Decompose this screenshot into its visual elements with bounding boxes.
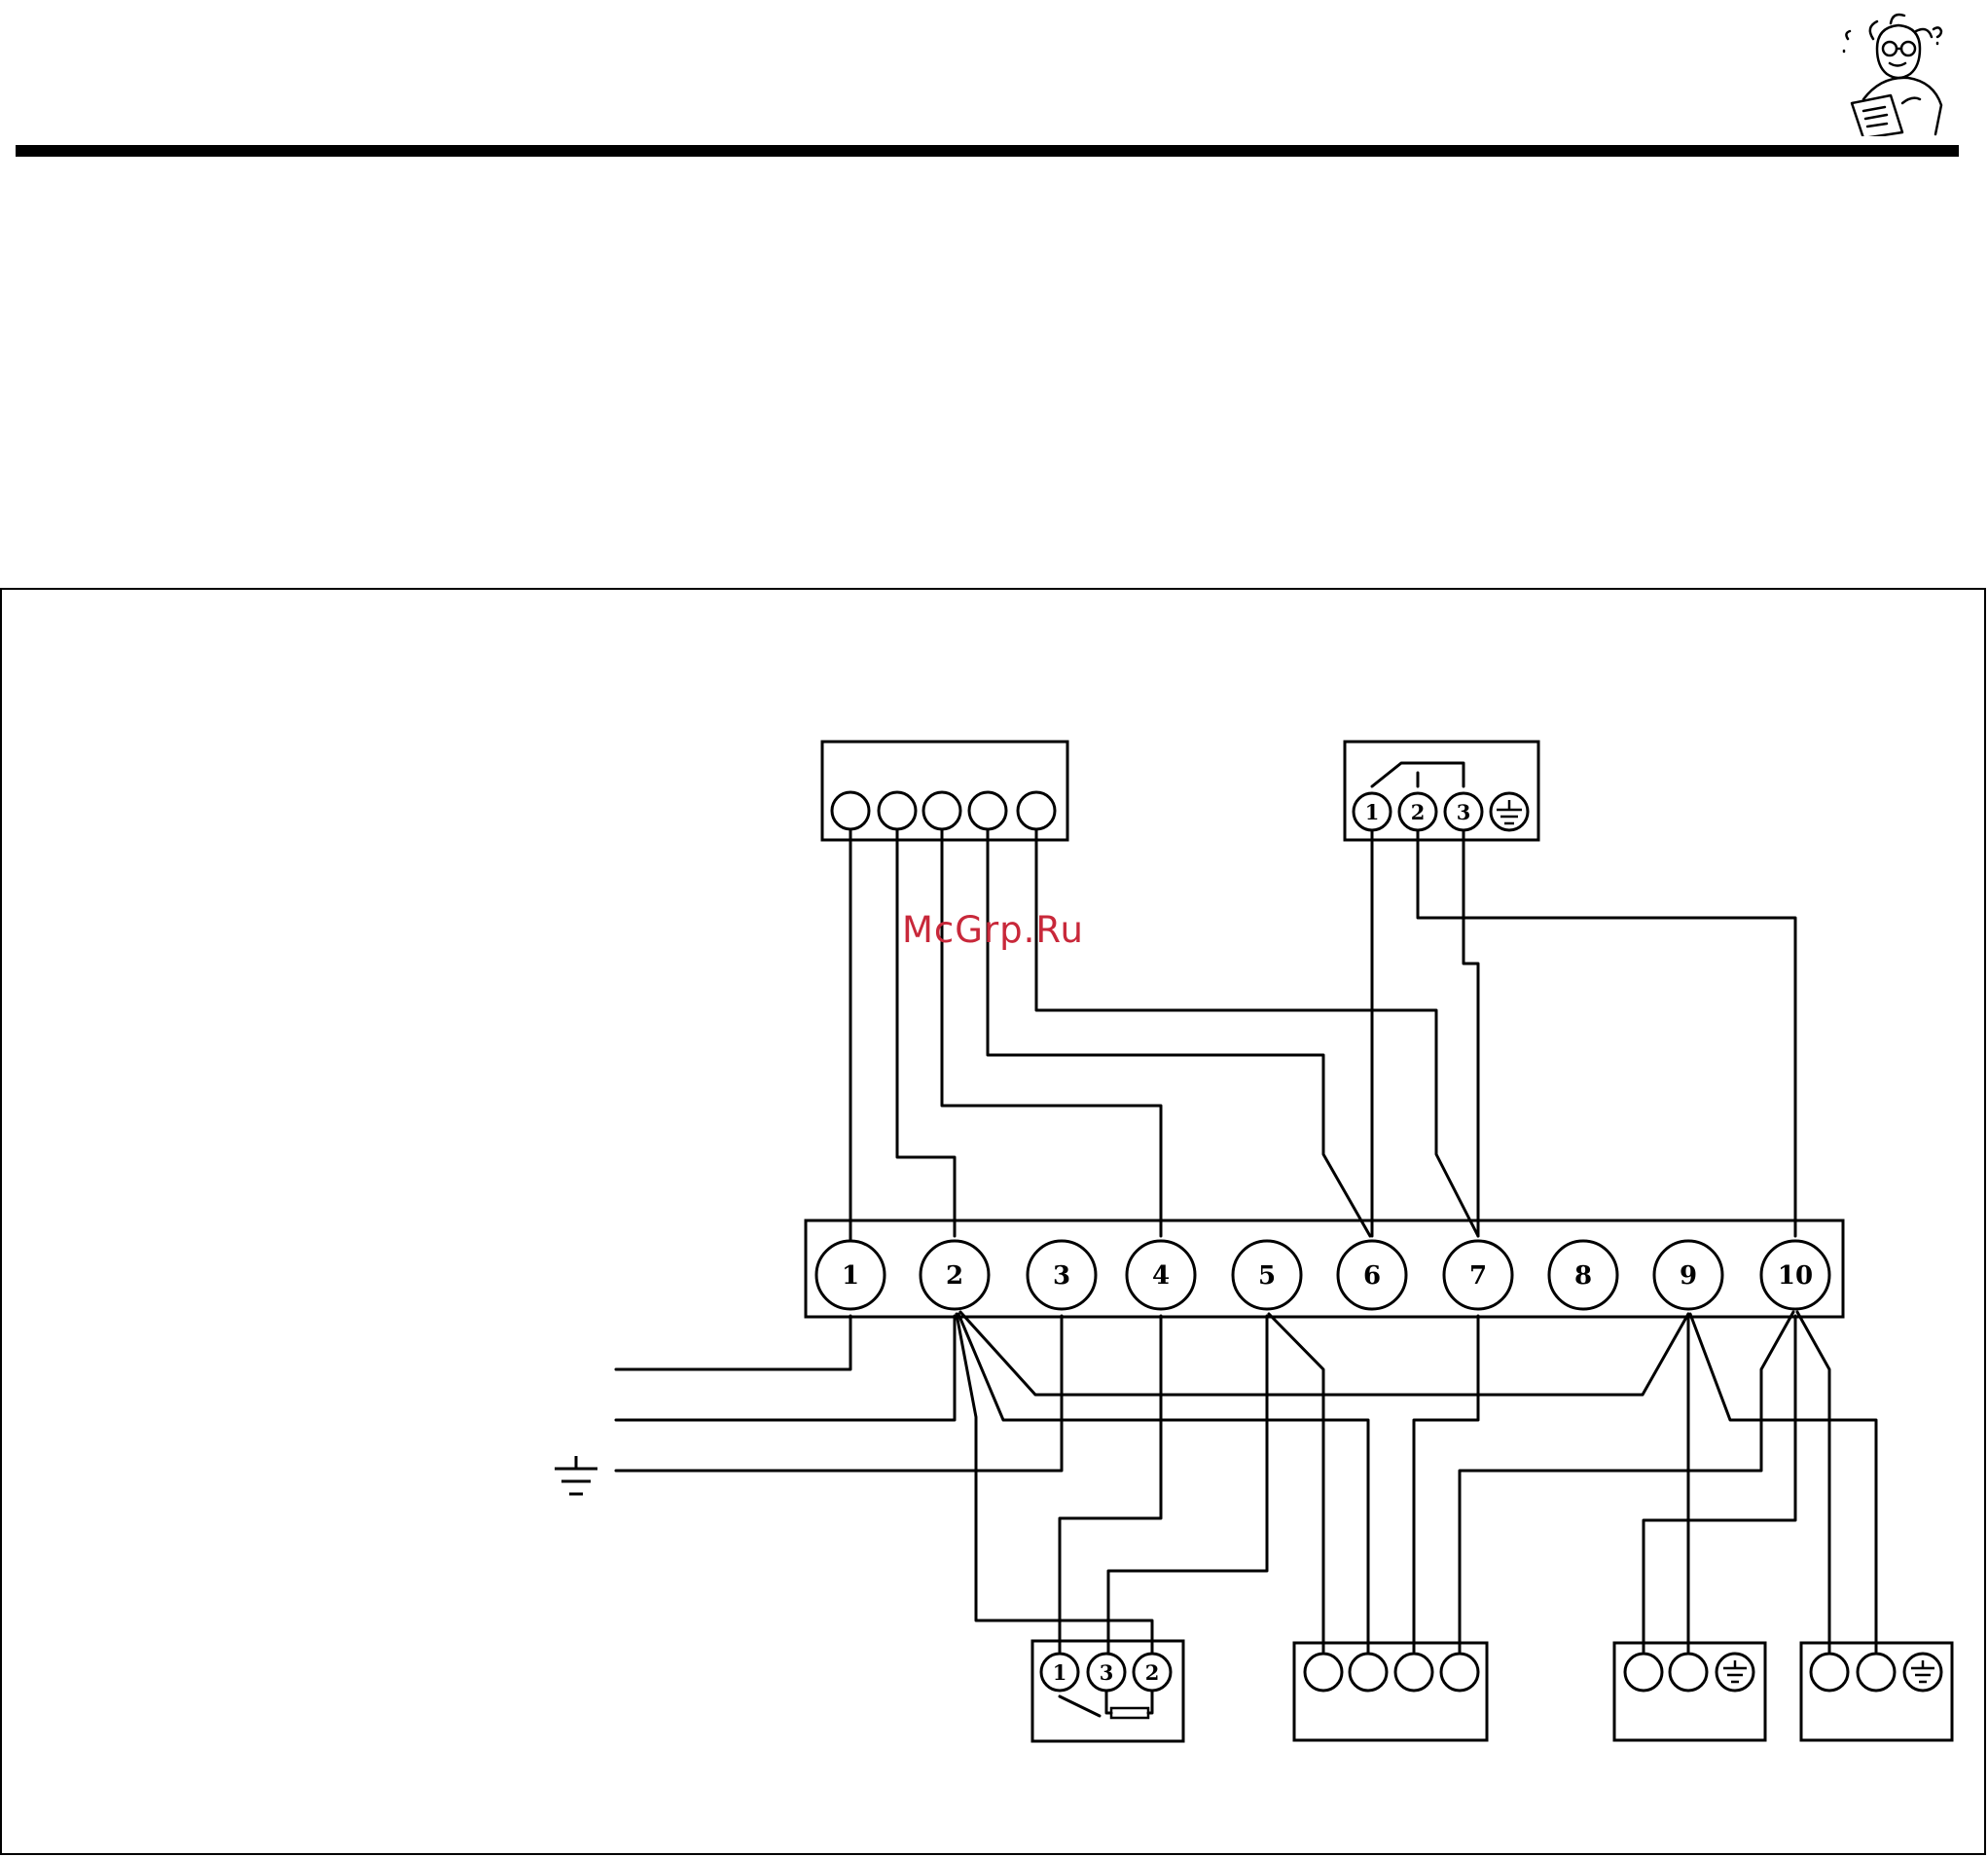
strip-label-4: 4 [1152, 1261, 1170, 1291]
fan-terminal-box-1 [1612, 1641, 1767, 1742]
switch-terminal-1-label: 1 [1365, 800, 1380, 824]
top-terminal-b [877, 790, 918, 831]
supply-line-to-1 [614, 1314, 852, 1371]
strip-terminal-6 [1336, 1239, 1408, 1311]
wires [614, 761, 1878, 1718]
top-terminal-c [922, 790, 962, 831]
strip-terminal-7 [1442, 1239, 1514, 1311]
switch-terminal-2-label: 2 [1411, 800, 1426, 824]
bottom-switch-contact [1058, 1694, 1102, 1718]
strip-terminal-2 [919, 1239, 991, 1311]
top-terminal-block [820, 740, 1069, 842]
wire-top-d-to-6 [986, 827, 1372, 1238]
strip-terminal-4 [1125, 1239, 1197, 1311]
header-rule [16, 145, 1959, 157]
top-terminal-e [1016, 790, 1057, 831]
strip-label-10: 10 [1778, 1261, 1813, 1291]
wire-5-to-bottom-switch-3 [1106, 1314, 1269, 1654]
strip-terminal-10 [1759, 1239, 1831, 1311]
bottom-switch-label-3: 3 [1100, 1660, 1114, 1685]
terminal-strip: 1 2 3 4 5 6 7 8 9 10 [804, 1219, 1845, 1319]
earth-ground-icon [1497, 800, 1522, 825]
strip-label-9: 9 [1680, 1261, 1697, 1291]
wire-2-to-9 [958, 1310, 1690, 1397]
earth-ground-icon [1723, 1660, 1747, 1684]
strip-label-3: 3 [1053, 1261, 1070, 1291]
switch-block: 1 2 3 [1343, 740, 1540, 842]
switch-lever [1370, 761, 1465, 788]
wire-top-e-to-7 [1034, 827, 1480, 1238]
watermark: McGrp.Ru [902, 909, 1084, 951]
wire-switch-2-to-10 [1416, 827, 1797, 1238]
wire-top-c-to-4 [940, 827, 1163, 1238]
wire-10-to-fan1-a [1642, 1314, 1797, 1654]
strip-label-2: 2 [946, 1261, 963, 1291]
strip-terminal-3 [1026, 1239, 1098, 1311]
strip-label-6: 6 [1363, 1261, 1381, 1291]
supply-line-to-2 [614, 1314, 957, 1422]
wire-7-to-motor-c [1412, 1314, 1480, 1654]
bottom-switch-resistor [1109, 1706, 1150, 1720]
strip-label-5: 5 [1258, 1261, 1276, 1291]
wire-top-b-to-2 [895, 827, 957, 1238]
wire-10-to-motor-d [1458, 1310, 1795, 1654]
top-terminal-d [967, 790, 1008, 831]
wire-2-to-motor-b [957, 1312, 1370, 1675]
strip-terminal-5 [1231, 1239, 1303, 1311]
motor-terminal-box [1292, 1641, 1489, 1742]
diagram-frame [0, 588, 1986, 1855]
wire-2-to-bottom-switch-2 [955, 1312, 1154, 1657]
strip-terminal-9 [1652, 1239, 1724, 1311]
supply-line-to-3 [614, 1314, 1064, 1473]
strip-terminal-1 [814, 1239, 886, 1311]
switch-terminal-3-label: 3 [1457, 800, 1471, 824]
fan-terminal-box-2 [1799, 1641, 1954, 1742]
earth-ground-icon [555, 1456, 597, 1496]
strip-terminal-8 [1547, 1239, 1619, 1311]
bottom-switch-label-2: 2 [1145, 1660, 1160, 1685]
wire-4-to-bottom-switch-1 [1058, 1314, 1163, 1654]
wire-5-to-motor-a [1267, 1312, 1325, 1654]
wire-9-to-fan2-b [1688, 1312, 1878, 1654]
earth-ground-icon [1911, 1660, 1934, 1684]
reader-with-manual-icon [1842, 13, 1943, 136]
strip-label-8: 8 [1574, 1261, 1592, 1291]
strip-label-7: 7 [1469, 1261, 1487, 1291]
wire-10-to-fan2-a [1795, 1310, 1831, 1654]
top-terminal-a [830, 790, 871, 831]
wire-switch-3-to-7 [1462, 827, 1480, 1238]
strip-label-1: 1 [842, 1261, 859, 1291]
bottom-switch-label-1: 1 [1053, 1660, 1067, 1685]
bottom-switch-block: 1 3 2 [1030, 1639, 1185, 1743]
